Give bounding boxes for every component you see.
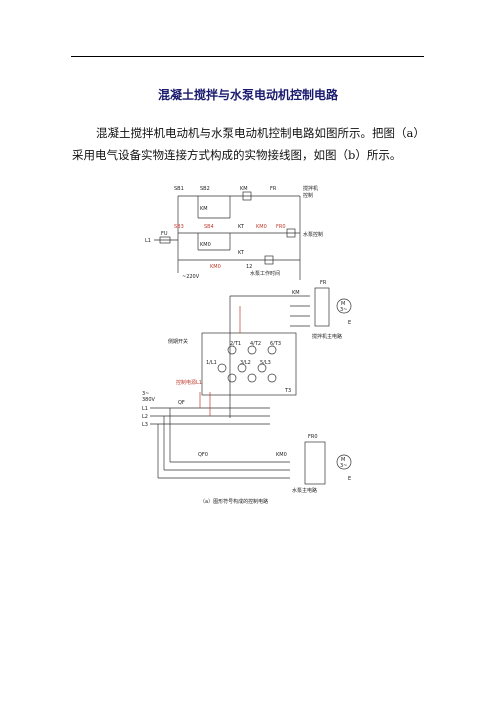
label-fr: FR <box>270 186 277 192</box>
label-t3: T3 <box>284 388 291 394</box>
label-km0-a: KM0 <box>200 242 211 248</box>
label-l1: L1 <box>145 238 151 244</box>
label-ph-l1: L1 <box>142 406 148 412</box>
label-ph-l3: L3 <box>142 422 148 428</box>
label-m1s: 3~ <box>340 307 347 313</box>
label-e2: E <box>348 476 351 482</box>
label-220v: ~220V <box>182 274 200 280</box>
label-pump-ctrl: 水泵控制 <box>303 231 323 238</box>
label-ph-l2: L2 <box>142 414 148 420</box>
label-t-2t1: 2/T1 <box>230 341 241 347</box>
label-mixer-ctrl-1: 搅拌机 <box>303 185 318 192</box>
label-t-3l2: 3/L2 <box>240 360 251 366</box>
label-km-top: KM <box>292 290 300 296</box>
label-m2s: 3~ <box>340 463 347 469</box>
label-m2: M <box>341 457 345 463</box>
label-fr-top: FR <box>320 280 327 286</box>
label-kt-a: KT <box>238 224 245 230</box>
label-supply: 3~ <box>142 391 149 397</box>
label-t-6t3: 6/T3 <box>270 341 281 347</box>
label-km0-c: KM0 <box>210 264 221 270</box>
label-m1: M <box>341 301 345 307</box>
circuit-figure: SB1 SB2 KM FR 搅拌机 控制 KM SB3 SB4 KT KM0 F… <box>142 185 352 505</box>
label-pump-time: 水泵工作时间 <box>250 270 280 277</box>
label-kt-b: KT <box>238 250 245 256</box>
label-t-1l1: 1/L1 <box>206 360 217 366</box>
label-km0-d: KM0 <box>276 452 287 458</box>
document-title: 混凝土搅拌与水泵电动机控制电路 <box>157 88 338 102</box>
label-qf: QF <box>178 400 185 406</box>
label-fr0-b: FR0 <box>308 434 318 440</box>
figure-caption: （a）图形符号构成的控制电路 <box>200 498 268 505</box>
label-qf0: QF0 <box>198 452 208 458</box>
label-km: KM <box>240 186 248 192</box>
header-rule <box>71 56 424 57</box>
label-sb4: SB4 <box>204 224 214 230</box>
label-fr0: FR0 <box>276 224 286 230</box>
label-t-4t2: 4/T2 <box>250 341 261 347</box>
label-n12: 12 <box>246 264 252 270</box>
label-fu: FU <box>161 231 168 237</box>
label-km0-b: KM0 <box>256 224 267 230</box>
label-supply-v: 380V <box>142 397 156 403</box>
label-ctrl-source: 控制电源L1 <box>176 379 202 386</box>
label-mixer-ctrl-2: 控制 <box>303 192 313 199</box>
label-km-2: KM <box>200 206 208 212</box>
body-paragraph: 混凝土搅拌机电动机与水泵电动机控制电路如图所示。把图（a）采用电气设备实物连接方… <box>72 126 420 162</box>
label-pump-main: 水泵主电路 <box>292 487 317 494</box>
label-e1: E <box>348 320 351 326</box>
label-side-switch: 侧期开关 <box>168 338 188 345</box>
label-sb1: SB1 <box>174 186 184 192</box>
label-mixer-main: 搅拌机主电路 <box>312 333 342 340</box>
label-t-5l3: 5/L3 <box>260 360 271 366</box>
label-sb3: SB3 <box>174 224 184 230</box>
label-sb2: SB2 <box>200 186 210 192</box>
